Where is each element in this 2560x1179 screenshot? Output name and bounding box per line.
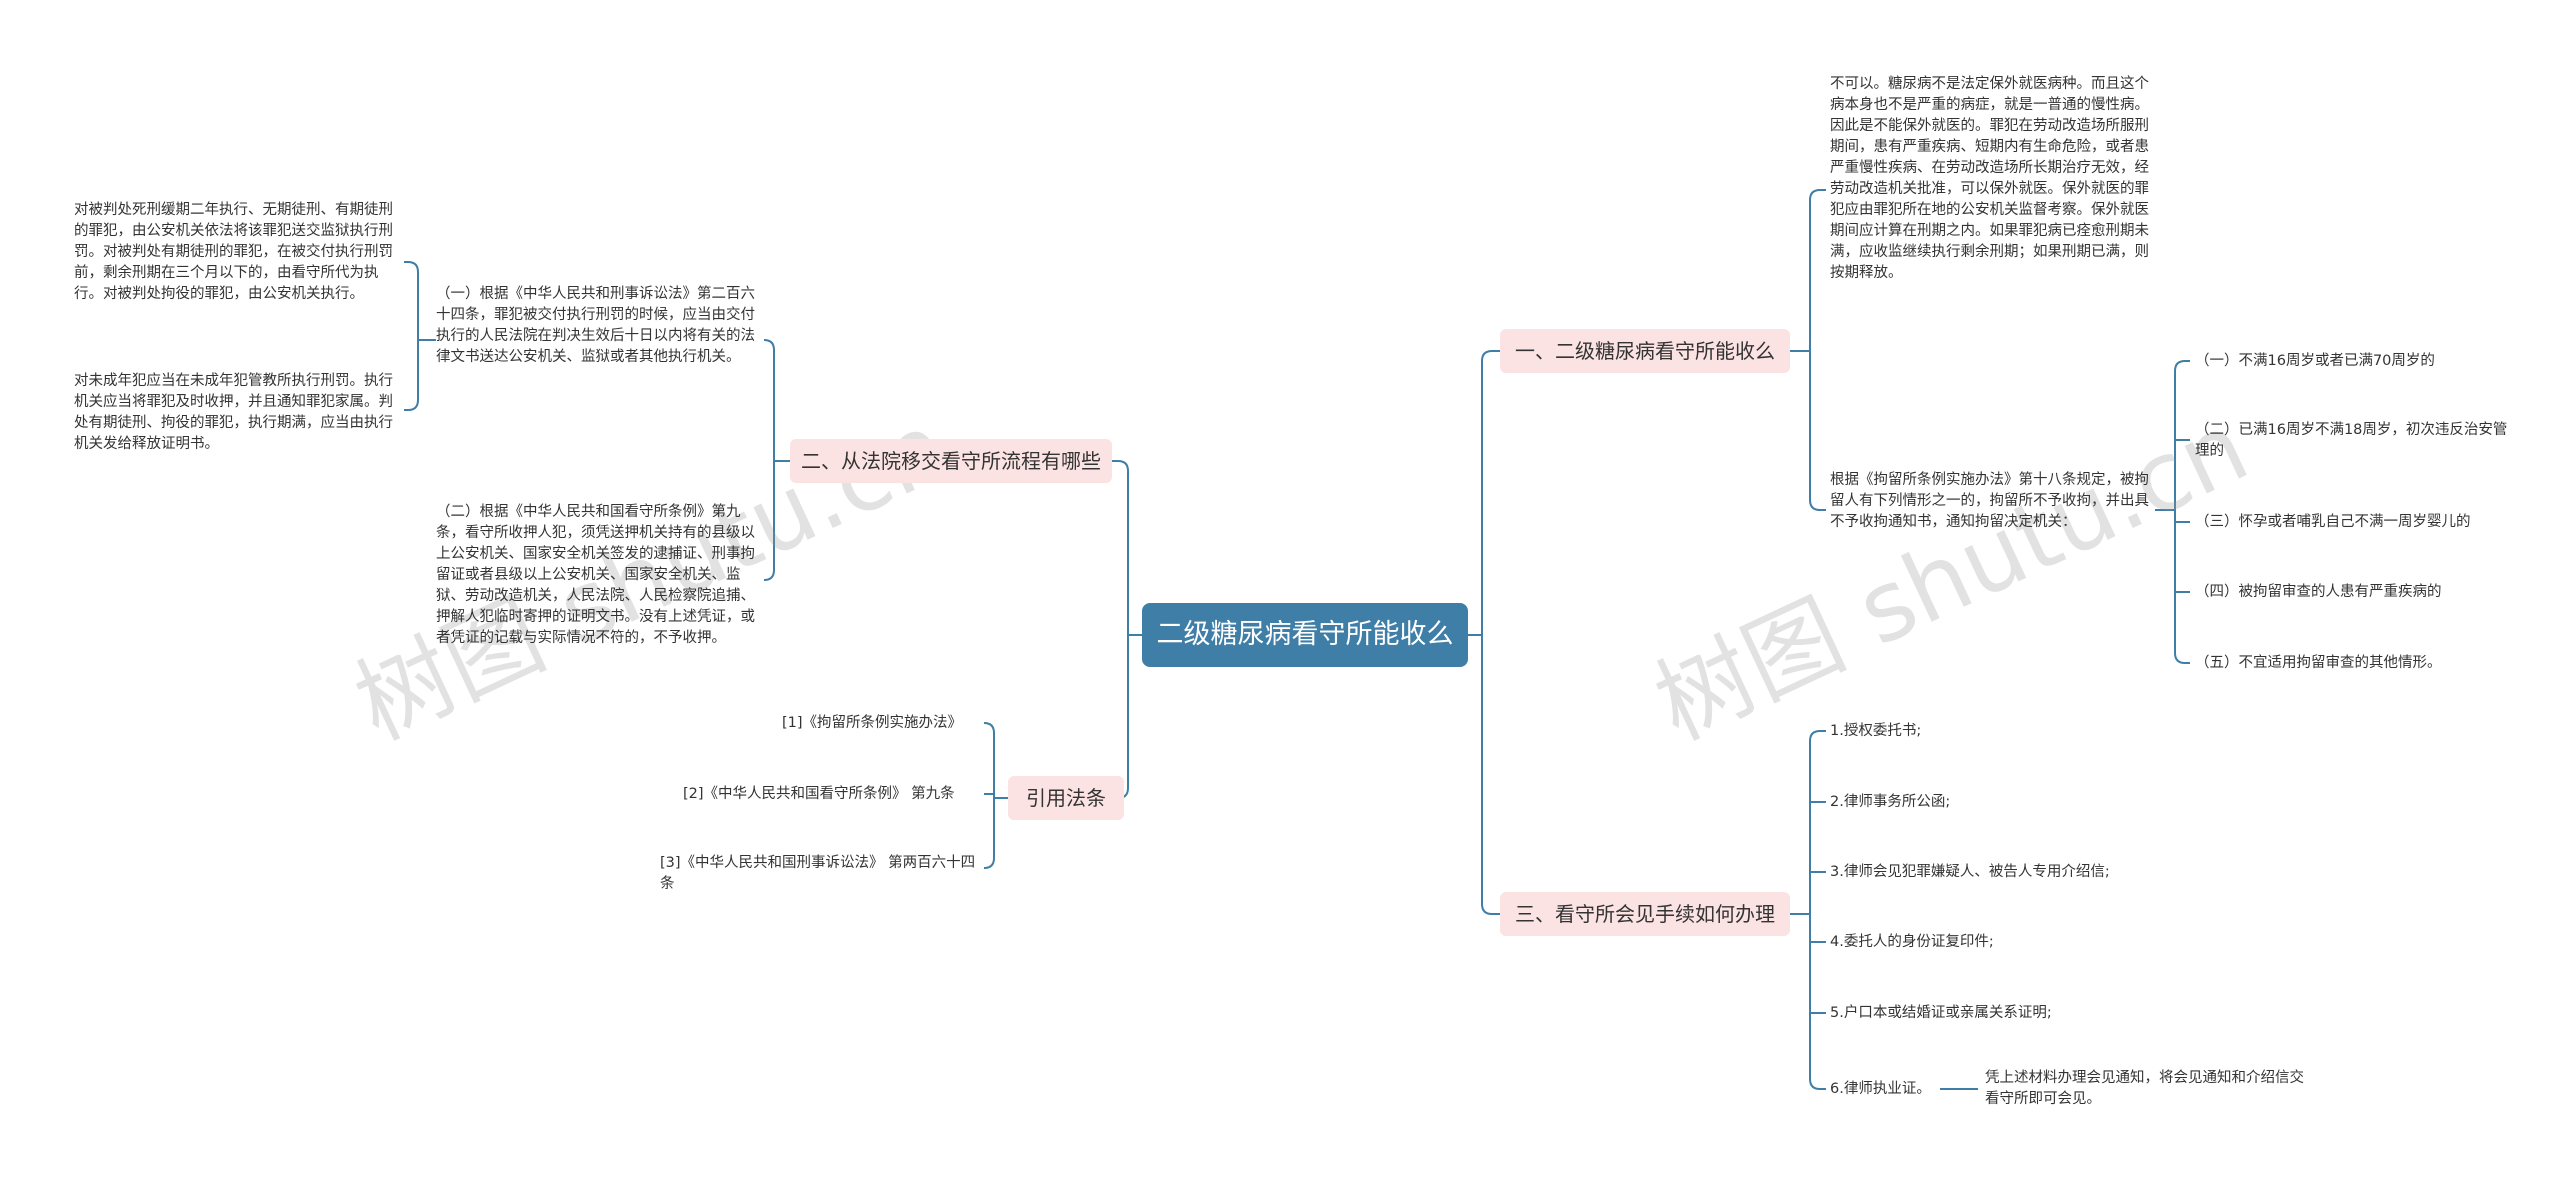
transfer-sub-1-item-2: 对未成年犯应当在未成年犯管教所执行刑罚。执行机关应当将罪犯及时收押，并且通知罪犯…	[74, 373, 393, 452]
answer-text: 不可以。糖尿病不是法定保外就医病种。而且这个病本身也不是严重的病症，就是一普通的…	[1830, 76, 2149, 281]
connector-18	[2174, 652, 2190, 664]
connector-21	[1809, 730, 1826, 742]
root-topic[interactable]: 二级糖尿病看守所能收么	[1142, 603, 1468, 667]
rule-item-4: （四）被拘留审查的人患有严重疾病的	[2195, 584, 2442, 600]
branch-visit-procedure[interactable]: 三、看守所会见手续如何办理	[1500, 892, 1790, 936]
procedure-item-1: 1.授权委托书;	[1830, 723, 1922, 739]
branch-citations[interactable]: 引用法条	[1008, 776, 1124, 820]
procedure-item-2: 2.律师事务所公函;	[1830, 794, 1951, 810]
connector-38	[983, 722, 995, 734]
rule-item-2: （二）已满16周岁不满18周岁，初次违反治安管理的	[2195, 422, 2508, 459]
transfer-sub-1: （一）根据《中华人民共和刑事诉讼法》第二百六十四条，罪犯被交付执行刑罚的时候，应…	[436, 286, 755, 365]
connector-26	[1809, 1078, 1826, 1090]
connector-34	[404, 261, 419, 273]
connector-2	[1481, 350, 1500, 362]
rule-item-1: （一）不满16周岁或者已满70周岁的	[2195, 353, 2435, 369]
connector-6	[1112, 460, 1129, 472]
procedure-item-5: 5.户口本或结婚证或亲属关系证明;	[1830, 1005, 2052, 1021]
transfer-sub-2: （二）根据《中华人民共和国看守所条例》第九条，看守所收押人犯，须凭送押机关持有的…	[436, 504, 755, 646]
rule-item-3: （三）怀孕或者哺乳自己不满一周岁婴儿的	[2195, 514, 2471, 530]
procedure-item-4: 4.委托人的身份证复印件;	[1830, 934, 1994, 950]
citation-3[interactable]: [3]《中华人民共和国刑事诉讼法》 第两百六十四条	[660, 855, 976, 892]
connector-40	[983, 857, 995, 869]
procedure-item-3: 3.律师会见犯罪嫌疑人、被告人专用介绍信;	[1830, 864, 2110, 880]
transfer-sub-1-item-1: 对被判处死刑缓期二年执行、无期徒刑、有期徒刑的罪犯，由公安机关依法将该罪犯送交监…	[74, 202, 393, 302]
connector-10	[1809, 189, 1826, 201]
rule-item-5: （五）不宜适用拘留审查的其他情形。	[2195, 655, 2442, 671]
connector-31	[763, 569, 775, 581]
detention-rule-text: 根据《拘留所条例实施办法》第十八条规定，被拘留人有下列情形之一的，拘留所不予收拘…	[1830, 472, 2149, 530]
branch-transfer-procedure[interactable]: 二、从法院移交看守所流程有哪些	[790, 439, 1112, 483]
connector-35	[404, 399, 419, 411]
citation-2[interactable]: [2]《中华人民共和国看守所条例》 第九条	[683, 786, 955, 802]
branch-diabetes-admission[interactable]: 一、二级糖尿病看守所能收么	[1500, 329, 1790, 373]
procedure-note: 凭上述材料办理会见通知，将会见通知和介绍信交看守所即可会见。	[1985, 1070, 2304, 1107]
connector-30	[763, 339, 775, 351]
citation-1[interactable]: [1]《拘留所条例实施办法》	[782, 715, 963, 731]
connector-14	[2174, 360, 2190, 372]
connector-3	[1481, 903, 1500, 915]
procedure-item-6: 6.律师执业证。	[1830, 1081, 1931, 1097]
connector-11	[1809, 499, 1826, 511]
